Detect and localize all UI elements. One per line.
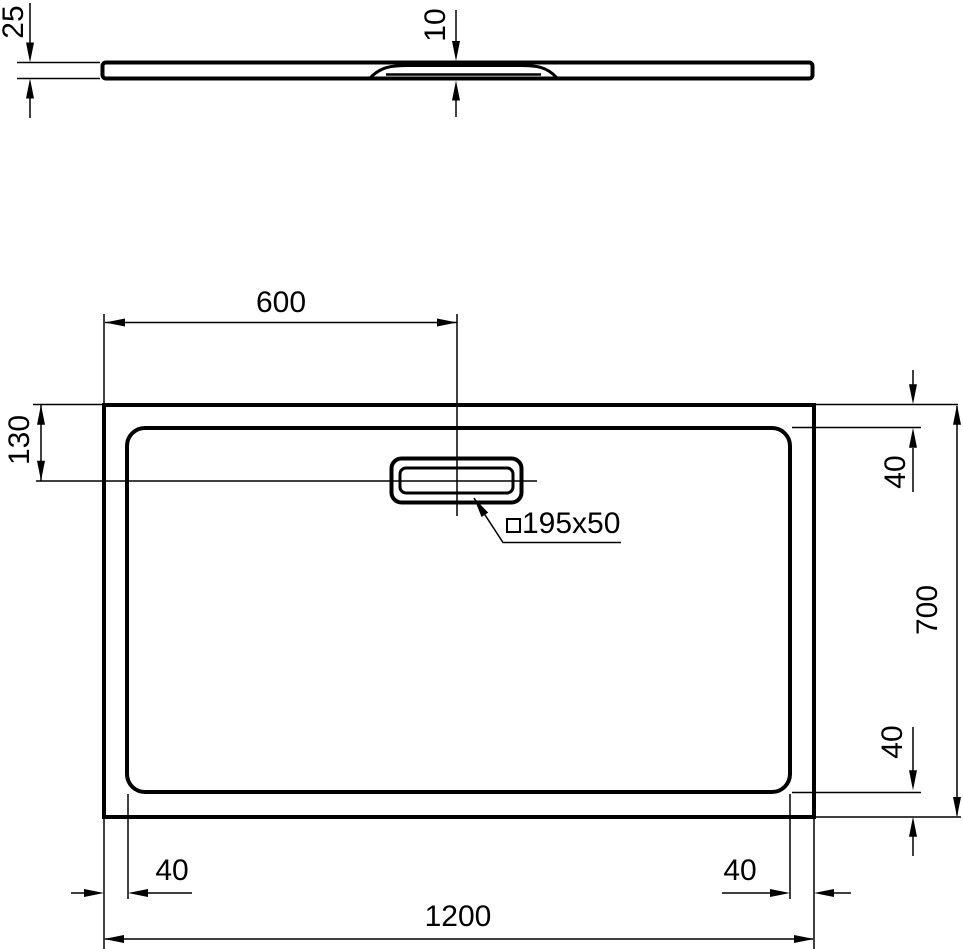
arrowhead — [104, 935, 124, 943]
drain-leader-lines — [473, 497, 621, 544]
arrowhead — [84, 889, 104, 897]
dim-label-profile-thickness: 25 — [0, 5, 30, 39]
drain-size-label: 195x50 — [522, 507, 621, 540]
dim-label-rim-inset-bottom-right-h: 40 — [723, 854, 757, 887]
square-symbol-icon — [506, 518, 521, 533]
arrowhead — [452, 80, 460, 101]
dim-40-bottom-right-lines — [792, 727, 921, 856]
dim-label-rim-inset-bottom-left: 40 — [155, 854, 189, 887]
arrowhead — [794, 935, 814, 943]
plan-view — [33, 314, 961, 949]
arrowhead — [474, 498, 489, 517]
dim-25-lines — [17, 3, 100, 118]
dim-600-lines — [103, 314, 457, 404]
tray-inner-rim — [125, 426, 792, 794]
dim-label-drain-center-from-top: 130 — [3, 414, 36, 466]
arrowhead — [437, 318, 457, 327]
dim-label-rim-inset-top-right: 40 — [879, 455, 912, 489]
arrowhead — [26, 42, 34, 63]
dim-40-bottom-right-h-lines — [722, 794, 851, 949]
dim-label-overall-depth: 700 — [911, 584, 944, 636]
dim-130-lines — [33, 403, 102, 481]
arrowhead — [909, 816, 917, 837]
arrowhead — [37, 460, 45, 481]
arrowhead — [909, 770, 917, 791]
dim-1200-lines — [104, 935, 814, 943]
arrowhead — [953, 797, 961, 817]
arrowhead — [128, 889, 148, 897]
profile-drain-dish-outline — [368, 64, 559, 80]
dim-label-rim-inset-bottom-right: 40 — [876, 725, 909, 759]
arrowhead — [909, 427, 917, 448]
side-profile-view — [17, 3, 815, 118]
dim-label-overall-width: 1200 — [424, 900, 492, 933]
arrowhead — [770, 889, 790, 897]
arrowhead — [37, 404, 45, 425]
dim-label-drain-center-from-left: 600 — [255, 286, 307, 319]
drain-centerlines — [36, 314, 537, 516]
dim-10-lines — [452, 10, 460, 117]
dim-40-top-right-lines — [792, 370, 958, 492]
arrowhead — [26, 78, 34, 99]
arrowhead — [105, 318, 125, 327]
arrowhead — [452, 41, 460, 61]
arrowhead — [814, 889, 834, 897]
arrowhead — [909, 384, 917, 405]
profile-bar — [100, 60, 815, 81]
dim-label-drain-dish-height: 10 — [419, 8, 452, 42]
dim-40-bottom-left-lines — [71, 794, 192, 949]
arrowhead — [953, 404, 961, 425]
dim-700-lines — [816, 404, 961, 818]
